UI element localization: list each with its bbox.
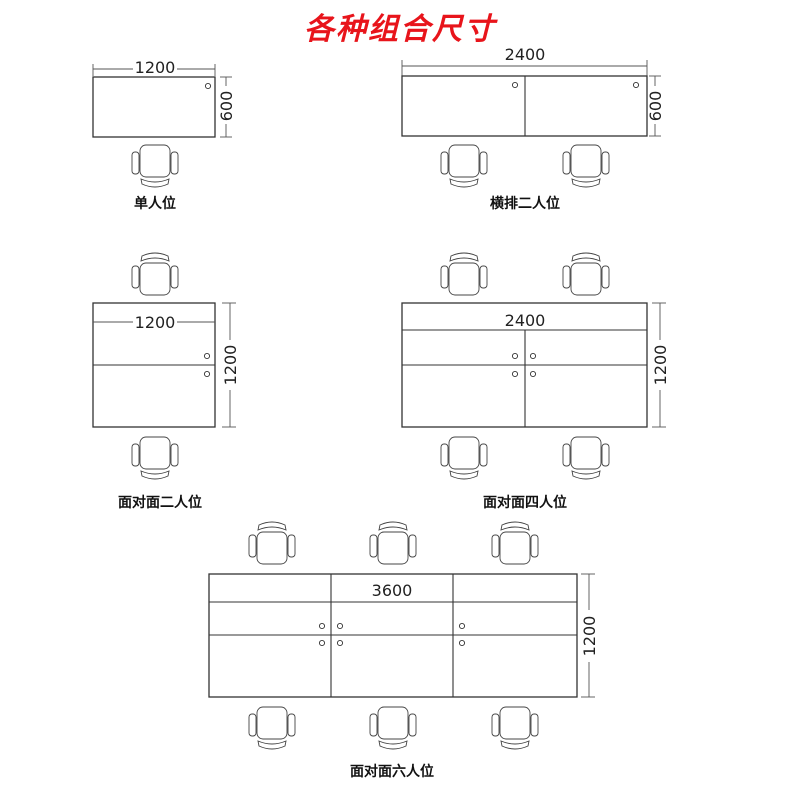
layout-face-six: 3600 1200 面对面六人位 [208,522,601,780]
caption-single: 单人位 [134,195,176,212]
office-chair-icon [441,253,487,295]
single-width-label: 1200 [135,58,176,77]
double-row-width-label: 2400 [505,45,546,64]
layout-face-four: 2400 1200 面对面四人位 [401,253,674,511]
page-title: 各种组合尺寸 [304,12,496,47]
office-chair-icon [491,706,539,750]
office-chair-icon [562,144,610,188]
office-chair-icon [440,144,488,188]
office-chair-icon [563,253,609,295]
office-chair-icon [131,144,179,188]
face-six-depth-label: 1200 [580,616,599,657]
single-desk [92,76,216,138]
caption-double-row: 横排二人位 [490,195,560,212]
face-four-depth-label: 1200 [651,345,670,386]
grommet-icon [511,370,519,378]
face-four-width-label: 2400 [505,311,546,330]
face-two-depth-label: 1200 [221,345,240,386]
grommet-icon [203,352,211,360]
caption-face-two: 面对面二人位 [118,494,202,511]
office-chair-icon [492,522,538,564]
grommet-icon [318,622,326,630]
layout-double-row: 2400 600 横排二人位 [401,45,669,212]
office-chair-icon [132,253,178,295]
office-chair-icon [131,436,179,480]
layout-face-two: 1200 1200 面对面二人位 [92,253,240,511]
grommet-icon [529,352,537,360]
office-chair-icon [440,436,488,480]
face-two-width-label: 1200 [135,313,176,332]
grommet-icon [458,622,466,630]
caption-face-four: 面对面四人位 [483,494,567,511]
office-chair-icon [249,522,295,564]
office-chair-icon [248,706,296,750]
grommet-icon [318,639,326,647]
grommet-icon [336,622,344,630]
office-chair-icon [370,522,416,564]
double-row-depth-label: 600 [646,91,665,122]
grommet-icon [511,81,519,89]
single-depth-label: 600 [217,91,236,122]
caption-face-six: 面对面六人位 [350,763,434,780]
grommet-icon [336,639,344,647]
grommet-icon [203,370,211,378]
grommet-icon [529,370,537,378]
face-six-width-label: 3600 [372,581,413,600]
layout-single: 1200 600 单人位 [92,58,236,212]
grommet-icon [204,82,212,90]
office-chair-icon [562,436,610,480]
grommet-icon [511,352,519,360]
office-chair-icon [369,706,417,750]
grommet-icon [458,639,466,647]
grommet-icon [632,81,640,89]
